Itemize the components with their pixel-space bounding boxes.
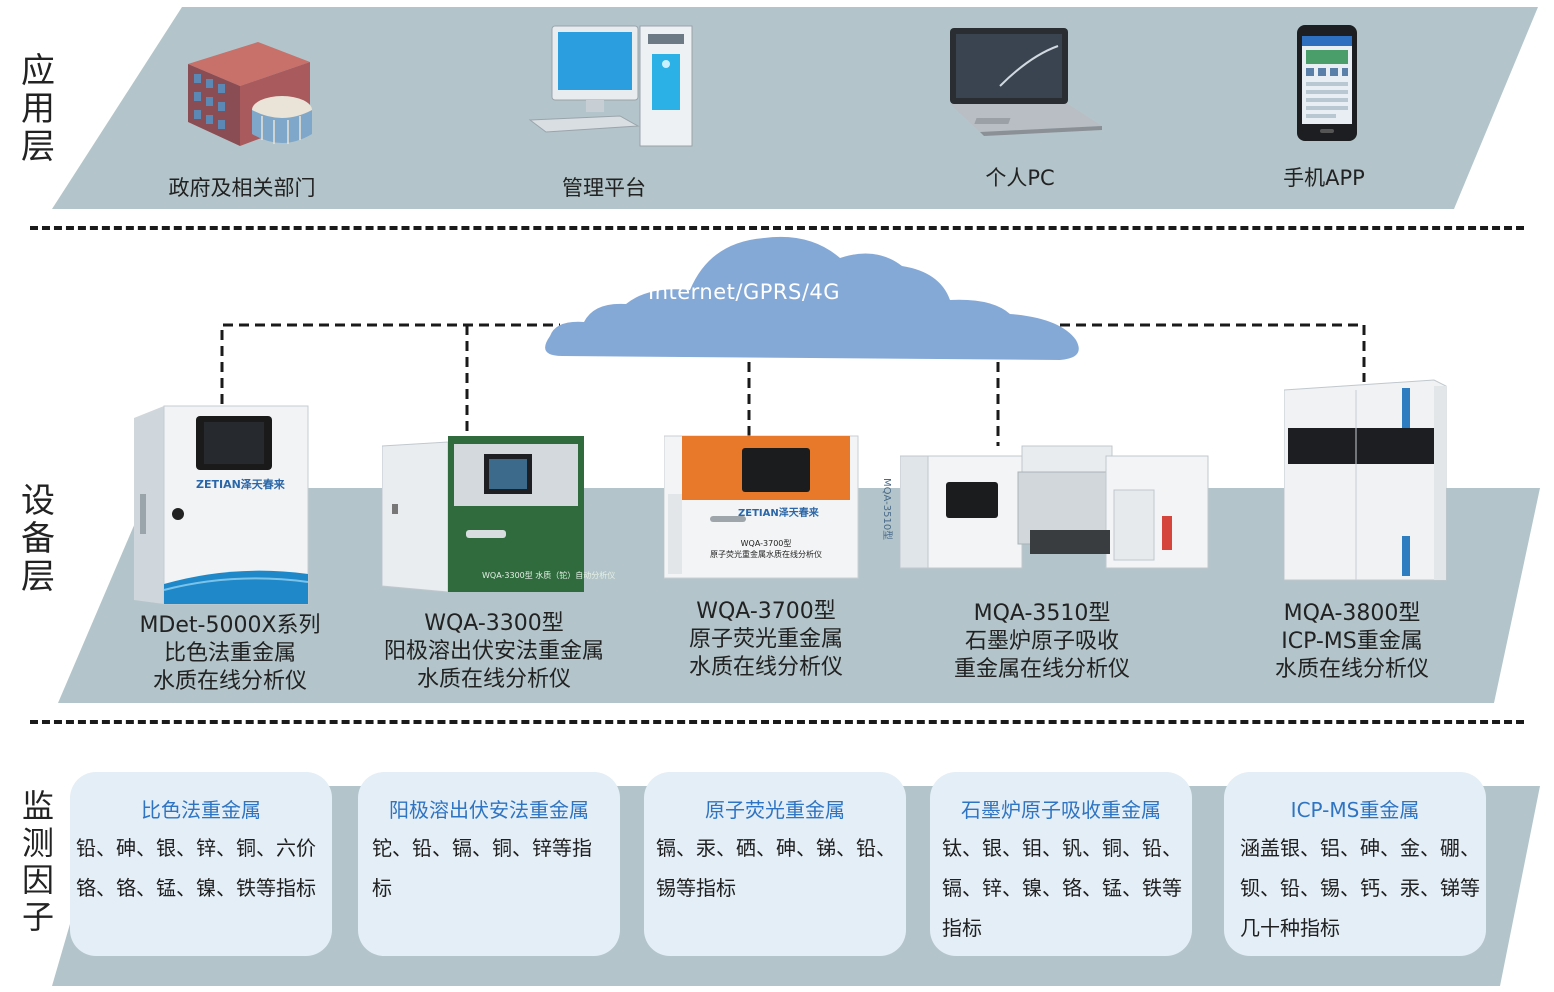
factor-card-title: ICP-MS重金属: [1290, 798, 1420, 822]
device-caption-line: 水质在线分析仪: [688, 655, 843, 680]
factor-card-atomic-fluorescence: 原子荧光重金属 镉、汞、硒、砷、锑、铅、 锡等指标: [644, 772, 906, 956]
desktop-computer-icon: [528, 25, 693, 147]
factor-card-body: 铊、铅、镉、铜、锌等指 标: [372, 828, 614, 908]
application-band: [52, 7, 1538, 209]
factor-card-line: 涵盖银、铝、砷、金、硼、: [1240, 836, 1480, 860]
app-caption-government: 政府及相关部门: [168, 176, 316, 200]
network-label: Internet/GPRS/4G: [648, 280, 841, 304]
device-caption-mqa3510: MQA-3510型 石墨炉原子吸收 重金属在线分析仪: [892, 600, 1192, 684]
factor-card-line: 指标: [942, 916, 982, 940]
factor-card-line: 铊、铅、镉、铜、锌等指: [372, 836, 592, 860]
app-caption-app: 手机APP: [1283, 166, 1365, 190]
factor-card-line: 几十种指标: [1240, 916, 1340, 940]
device-caption-line: 阳极溶出伏安法重金属: [383, 639, 604, 664]
divider-top: [30, 226, 1524, 230]
factor-card-line: 钛、银、钼、钒、铜、铅、: [942, 836, 1182, 860]
factor-card-body: 铅、砷、银、锌、铜、六价 铬、铬、锰、镍、铁等指标: [76, 828, 326, 908]
device-wqa3300-image: [382, 436, 584, 593]
device-mqa3800-image: [1284, 379, 1447, 581]
factor-card-line: 镉、锌、镍、铬、锰、铁等: [942, 876, 1182, 900]
device-caption-line: WQA-3300型: [424, 611, 564, 636]
factor-card-line: 钡、铅、锡、钙、汞、锑等: [1240, 876, 1480, 900]
factor-card-body: 镉、汞、硒、砷、锑、铅、 锡等指标: [656, 828, 900, 908]
device-caption-line: 原子荧光重金属: [688, 627, 843, 652]
device-caption-line: WQA-3700型: [696, 599, 836, 624]
device-mdet5000x-image: [134, 405, 309, 605]
device-wqa3700-brand: ZETIAN泽天春来: [738, 508, 819, 519]
device-wqa3700-panel-line: WQA-3700型: [740, 539, 792, 548]
device-caption-line: 石墨炉原子吸收: [964, 629, 1119, 654]
layer-label-device: 设备层: [21, 481, 55, 597]
app-caption-platform: 管理平台: [562, 176, 646, 200]
device-caption-wqa3700: WQA-3700型 原子荧光重金属 水质在线分析仪: [616, 598, 916, 682]
government-building-icon: [188, 42, 312, 146]
device-mdet5000x-brand: ZETIAN泽天春来: [196, 478, 285, 491]
device-caption-line: 水质在线分析仪: [1274, 657, 1429, 682]
divider-bottom: [30, 720, 1524, 724]
device-wqa3700-image: [664, 435, 859, 579]
device-caption-line: ICP-MS重金属: [1281, 629, 1423, 654]
smartphone-icon: [1297, 25, 1357, 141]
device-mqa3510-image: [900, 445, 1209, 569]
device-caption-line: MDet-5000X系列: [139, 613, 321, 638]
factor-card-title: 阳极溶出伏安法重金属: [389, 798, 589, 822]
device-caption-line: 水质在线分析仪: [152, 669, 307, 694]
factor-card-colorimetric: 比色法重金属 铅、砷、银、锌、铜、六价 铬、铬、锰、镍、铁等指标: [70, 772, 332, 956]
device-caption-line: MQA-3800型: [1283, 601, 1421, 626]
factor-card-title: 石墨炉原子吸收重金属: [961, 798, 1161, 822]
factor-card-line: 铅、砷、银、锌、铜、六价: [76, 836, 316, 860]
factor-card-line: 标: [372, 876, 392, 900]
layer-label-monitoring: 监测因子: [21, 787, 54, 936]
layer-label-application: 应用层: [21, 51, 55, 167]
factor-card-anodic-stripping: 阳极溶出伏安法重金属 铊、铅、镉、铜、锌等指 标: [358, 772, 620, 956]
device-caption-mdet5000x: MDet-5000X系列 比色法重金属 水质在线分析仪: [80, 612, 380, 696]
factor-card-line: 铬、铬、锰、镍、铁等指标: [76, 876, 316, 900]
factor-card-title: 比色法重金属: [141, 798, 261, 822]
factor-card-icp-ms: ICP-MS重金属 涵盖银、铝、砷、金、硼、 钡、铅、锡、钙、汞、锑等 几十种指…: [1224, 772, 1486, 956]
device-mqa3510-side-text: MQA-3510型: [881, 478, 892, 541]
device-caption-line: 比色法重金属: [163, 641, 296, 666]
factor-card-body: 涵盖银、铝、砷、金、硼、 钡、铅、锡、钙、汞、锑等 几十种指标: [1240, 828, 1480, 948]
factor-card-body: 钛、银、钼、钒、铜、铅、 镉、锌、镍、铬、锰、铁等 指标: [942, 828, 1186, 948]
device-caption-mqa3800: MQA-3800型 ICP-MS重金属 水质在线分析仪: [1202, 600, 1502, 684]
factor-card-title: 原子荧光重金属: [705, 798, 845, 822]
device-wqa3300-panel-text: WQA-3300型 水质（铊）自动分析仪: [482, 571, 616, 580]
device-caption-line: MQA-3510型: [973, 601, 1111, 626]
laptop-icon: [950, 28, 1102, 136]
device-caption-line: 水质在线分析仪: [416, 667, 571, 692]
factor-card-line: 锡等指标: [656, 876, 736, 900]
cloud-icon: [545, 236, 1079, 360]
device-caption-wqa3300: WQA-3300型 阳极溶出伏安法重金属 水质在线分析仪: [344, 610, 644, 694]
device-wqa3700-panel: WQA-3700型 原子荧光重金属水质在线分析仪: [686, 538, 846, 560]
device-caption-line: 重金属在线分析仪: [953, 657, 1130, 682]
factor-card-graphite-furnace: 石墨炉原子吸收重金属 钛、银、钼、钒、铜、铅、 镉、锌、镍、铬、锰、铁等 指标: [930, 772, 1192, 956]
factor-card-line: 镉、汞、硒、砷、锑、铅、: [656, 836, 896, 860]
app-caption-pc: 个人PC: [985, 166, 1055, 190]
device-wqa3700-panel-line: 原子荧光重金属水质在线分析仪: [710, 550, 822, 559]
